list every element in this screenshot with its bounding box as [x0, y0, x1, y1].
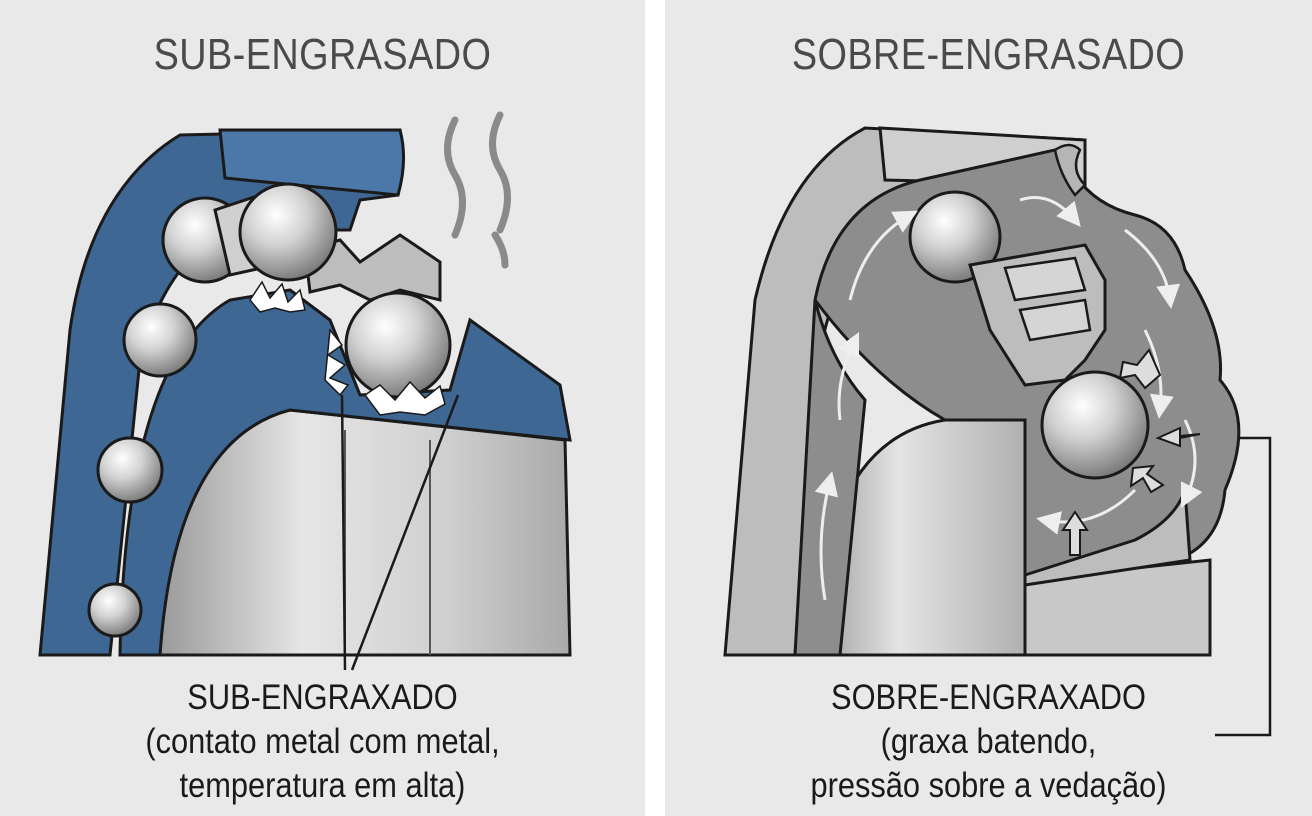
heat-wave-icon [444, 111, 511, 269]
ball-upper [238, 182, 338, 282]
caption-line-1: SUB-ENGRAXADO [187, 678, 458, 717]
caption-bracket [1215, 436, 1272, 737]
grease-flow-arrows [814, 196, 1203, 601]
over-greased-caption: SOBRE-ENGRAXADO (graxa batendo, pressão … [704, 676, 1273, 808]
outer-ring-face [218, 128, 406, 197]
seal-bulge [1053, 143, 1087, 197]
seal-lip-bottom [1023, 489, 1192, 587]
over-greased-panel: SOBRE-ENGRASADO [665, 0, 1312, 816]
over-greased-bearing-illustration [723, 126, 1272, 737]
ball-lower [1040, 370, 1150, 480]
under-greased-bearing-illustration [38, 111, 572, 671]
ball-upper [908, 190, 1002, 284]
caption-line-2: (graxa batendo, [880, 722, 1097, 761]
caption-line-3: temperatura em alta) [179, 766, 466, 805]
caption-line-1: SOBRE-ENGRAXADO [831, 678, 1146, 717]
under-greased-title: SUB-ENGRASADO [153, 30, 492, 79]
under-greased-panel: SUB-ENGRASADO [0, 0, 645, 816]
over-greased-title: SOBRE-ENGRASADO [791, 30, 1186, 79]
caption-line-3: pressão sobre a vedação) [810, 766, 1167, 805]
caption-line-2: (contato metal com metal, [145, 722, 500, 761]
ball-front [344, 291, 452, 399]
under-greased-caption: SUB-ENGRAXADO (contato metal com metal, … [39, 676, 607, 808]
leader-lines [340, 394, 460, 671]
friction-damage-marks [249, 280, 446, 416]
pressure-arrows [1061, 348, 1201, 556]
cage-tab [303, 233, 442, 302]
